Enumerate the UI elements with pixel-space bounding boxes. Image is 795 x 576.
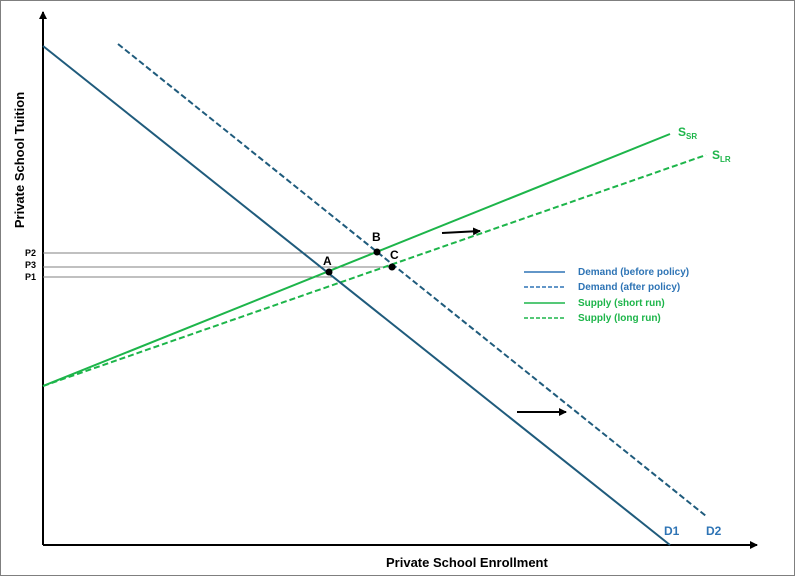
price-label-p1: P1 — [25, 272, 36, 282]
supply-short-run-line — [42, 133, 671, 387]
x-axis-title: Private School Enrollment — [386, 555, 548, 570]
y-axis-title: Private School Tuition — [12, 92, 27, 228]
point-a-label: A — [323, 254, 332, 268]
supply-long-run-label: SLR — [712, 148, 731, 164]
point-c-label: C — [390, 248, 399, 262]
supply-shift-arrow — [441, 227, 481, 236]
point-a-dot — [325, 268, 333, 276]
supply-long-run-line — [42, 154, 707, 387]
point-c-dot — [388, 263, 396, 271]
point-b-dot — [373, 248, 381, 256]
demand-before-line — [42, 45, 671, 546]
demand-before-label: D1 — [664, 524, 680, 538]
legend: Demand (before policy) Demand (after pol… — [524, 267, 689, 324]
demand-after-label: D2 — [706, 524, 722, 538]
legend-demand-before-label: Demand (before policy) — [578, 267, 689, 278]
point-b-label: B — [372, 230, 381, 244]
price-label-p3: P3 — [25, 260, 36, 270]
supply-short-run-label: SSR — [678, 125, 697, 141]
price-label-p2: P2 — [25, 248, 36, 258]
legend-supply-long-label: Supply (long run) — [578, 313, 661, 324]
demand-after-line — [117, 43, 707, 517]
legend-supply-short-label: Supply (short run) — [578, 298, 665, 309]
legend-demand-after-label: Demand (after policy) — [578, 282, 680, 293]
